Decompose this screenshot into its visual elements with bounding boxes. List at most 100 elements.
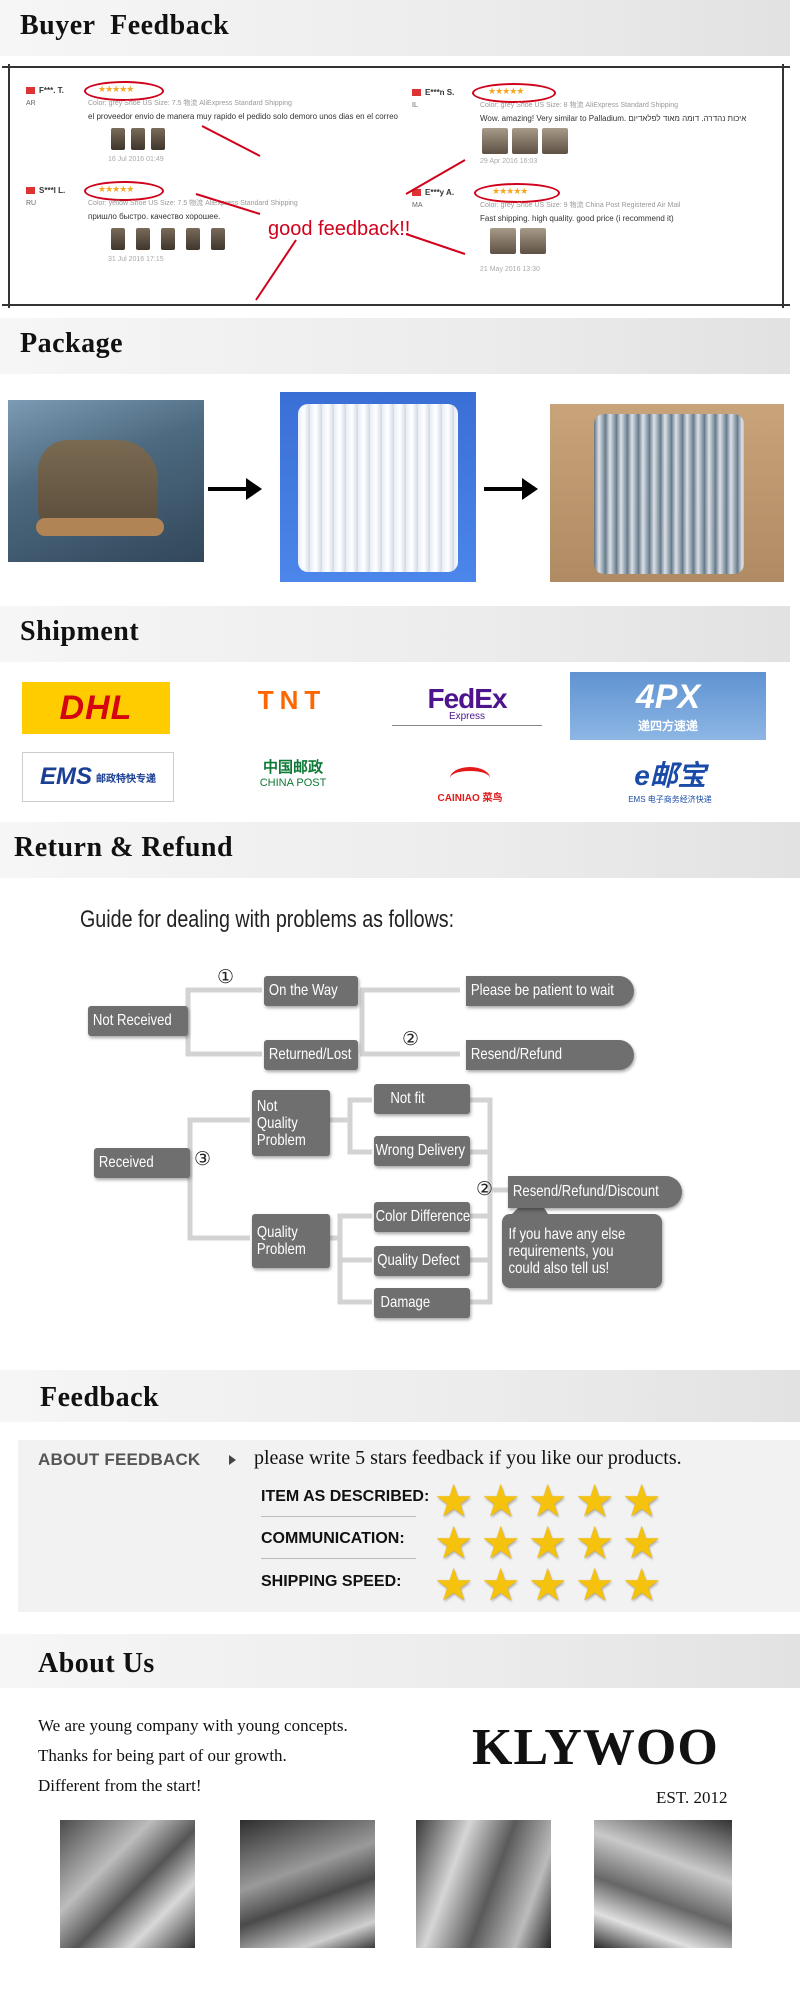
boots-photo bbox=[8, 400, 204, 562]
review-1: F***. T. AR ★★★★★ Color: grey Shoe US Si… bbox=[26, 81, 406, 163]
resend-refund-discount-label: Resend/Refund/Discount bbox=[512, 1183, 659, 1200]
review-4: E***y A. MA ★★★★★ Color: grey Shoe US Si… bbox=[412, 183, 782, 273]
not-received-label: Not Received bbox=[92, 1012, 172, 1029]
wrong-delivery-box: Wrong Delivery bbox=[374, 1136, 470, 1166]
review-photo bbox=[131, 128, 145, 150]
ems-text: EMS bbox=[39, 763, 92, 790]
item-described-label: ITEM AS DESCRIBED: bbox=[261, 1488, 430, 1505]
flag-icon bbox=[26, 187, 35, 195]
not-received-box: Not Received bbox=[88, 1006, 188, 1036]
review-photo bbox=[482, 128, 508, 154]
review-meta: Color: grey Shoe US Size: 8 物流 AliExpres… bbox=[480, 102, 679, 109]
rating-star-icon: ★ bbox=[575, 1519, 615, 1568]
step-number: ② bbox=[402, 1028, 420, 1050]
connector bbox=[185, 987, 262, 1020]
resend-refund-label: Resend/Refund bbox=[470, 1046, 563, 1063]
arrow-icon bbox=[484, 478, 538, 500]
reviewer-name: S***l L. bbox=[39, 186, 66, 195]
review-3: E***n S. IL ★★★★★ Color: grey Shoe US Si… bbox=[412, 83, 782, 165]
review-date: 29 Apr 2016 16:03 bbox=[480, 158, 538, 165]
wrong-delivery-label: Wrong Delivery bbox=[375, 1142, 466, 1159]
brand-logo-text: KLYWOO bbox=[472, 1719, 719, 1776]
rating-star-icon: ★ bbox=[622, 1477, 662, 1526]
section-title-feedback: Feedback bbox=[40, 1382, 160, 1413]
not-fit-box: Not fit bbox=[374, 1084, 470, 1114]
4px-chinese-text: 递四方速递 bbox=[637, 719, 698, 733]
rating-star-icon: ★ bbox=[575, 1477, 615, 1526]
return-refund-header: Return & Refund bbox=[0, 822, 800, 878]
review-text: Fast shipping. high quality. good price … bbox=[480, 214, 674, 223]
review-date: 16 Jul 2016 01:49 bbox=[108, 156, 164, 163]
step-number: ③ bbox=[194, 1148, 212, 1170]
tnt-text: TNT bbox=[257, 684, 327, 715]
established-year: EST. 2012 bbox=[656, 1788, 728, 1807]
air-column-bag-photo bbox=[280, 392, 476, 582]
package-header: Package bbox=[0, 318, 790, 374]
rating-stars: ★★★★★ bbox=[492, 186, 528, 196]
rating-stars: ★★★★★ bbox=[98, 184, 134, 194]
cainiao-logo: CAINIAO 菜鸟 bbox=[420, 752, 520, 804]
else-requirements-label: If you have any else requirements, you c… bbox=[508, 1225, 626, 1277]
section-title-shipment: Shipment bbox=[20, 616, 140, 647]
rating-star-icon: ★ bbox=[528, 1561, 568, 1610]
review-meta: Color: grey Shoe US Size: 9 物流 China Pos… bbox=[480, 202, 681, 209]
callout-arrows bbox=[195, 125, 466, 301]
buyer-feedback-header: Buyer Feedback bbox=[0, 0, 790, 56]
about-us-header: About Us bbox=[0, 1634, 800, 1688]
4px-logo: 4PX 递四方速递 bbox=[570, 672, 766, 740]
boot-sole bbox=[36, 518, 164, 536]
review-text: пришло быстро. качество хорошее. bbox=[88, 212, 221, 221]
color-difference-box: Color Difference bbox=[374, 1202, 470, 1232]
play-triangle-icon bbox=[229, 1455, 236, 1465]
not-quality-problem-label: Not Quality Problem bbox=[256, 1097, 306, 1149]
arrow-line bbox=[201, 125, 261, 157]
reviewer-name: E***n S. bbox=[425, 88, 455, 97]
connector bbox=[330, 1097, 372, 1123]
quality-defect-box: Quality Defect bbox=[374, 1246, 470, 1276]
fedex-express-text: Express bbox=[448, 711, 486, 722]
step-number: ② bbox=[476, 1178, 494, 1200]
connector bbox=[330, 1213, 372, 1241]
damage-box: Damage bbox=[374, 1288, 470, 1318]
arrow-line bbox=[405, 233, 466, 255]
feedback-panel bbox=[18, 1440, 800, 1612]
arrow-line bbox=[405, 159, 466, 195]
tnt-logo: TNT bbox=[240, 680, 344, 720]
guide-connectors bbox=[185, 987, 548, 1305]
review-photo bbox=[542, 128, 568, 154]
reviewer-name: F***. T. bbox=[39, 86, 64, 95]
stars-highlight-ring bbox=[84, 181, 164, 201]
on-the-way-box: On the Way bbox=[264, 976, 358, 1006]
arrow-icon bbox=[208, 478, 262, 500]
review-photo bbox=[512, 128, 538, 154]
review-photo bbox=[490, 228, 516, 254]
connector bbox=[187, 1117, 250, 1160]
review-date: 21 May 2016 13:30 bbox=[480, 266, 540, 273]
not-fit-label: Not fit bbox=[390, 1090, 425, 1107]
review-2: S***l L. RU ★★★★★ Color: yellow Shoe US … bbox=[26, 181, 406, 263]
buyer-feedback-card: F***. T. AR ★★★★★ Color: grey Shoe US Si… bbox=[2, 64, 790, 308]
rating-star-icon: ★ bbox=[575, 1561, 615, 1610]
review-text: Wow. amazing! Very similar to Palladium.… bbox=[480, 114, 747, 123]
communication-label: COMMUNICATION: bbox=[261, 1530, 405, 1547]
reviewer-country: MA bbox=[412, 202, 423, 209]
rating-star-icon: ★ bbox=[481, 1477, 521, 1526]
reviewer-name: E***y A. bbox=[425, 188, 455, 197]
section-title-package: Package bbox=[20, 328, 124, 359]
review-photo bbox=[186, 228, 200, 250]
fedex-logo: FedEx Express bbox=[392, 680, 542, 726]
leather-craft-photo bbox=[416, 1820, 551, 1948]
china-post-logo: 中国邮政 CHINA POST bbox=[240, 752, 346, 792]
step-number: ① bbox=[217, 966, 235, 988]
damage-label: Damage bbox=[380, 1294, 431, 1311]
e-post-text: e邮宝 bbox=[634, 759, 706, 791]
quality-problem-label: Quality Problem bbox=[256, 1224, 306, 1258]
divider bbox=[261, 1516, 416, 1517]
connector bbox=[330, 1235, 372, 1305]
rating-star-icon: ★ bbox=[622, 1561, 662, 1610]
review-photo bbox=[151, 128, 165, 150]
resend-refund-discount-box: Resend/Refund/Discount bbox=[508, 1176, 682, 1208]
please-wait-label: Please be patient to wait bbox=[470, 982, 614, 999]
else-requirements-bubble: If you have any else requirements, you c… bbox=[502, 1214, 662, 1288]
rating-star-icon: ★ bbox=[528, 1519, 568, 1568]
